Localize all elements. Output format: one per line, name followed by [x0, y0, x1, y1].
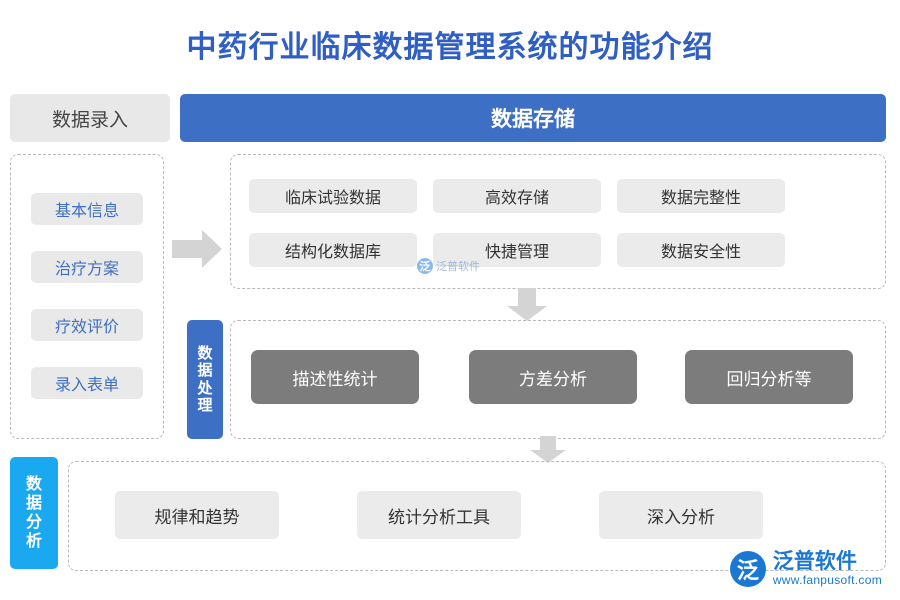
analysis-item-label: 规律和趋势 [154, 507, 240, 527]
entry-item-efficacy-evaluation: 疗效评价 [31, 309, 143, 341]
entry-item-entry-form: 录入表单 [31, 367, 143, 399]
storage-item-label: 高效存储 [484, 190, 549, 207]
processing-item-regression-analysis: 回归分析等 [685, 350, 853, 404]
analysis-item-patterns-and-trends: 规律和趋势 [115, 491, 279, 539]
storage-item-data-security: 数据安全性 [617, 233, 785, 267]
storage-item-label: 数据安全性 [660, 244, 741, 261]
processing-item-label: 方差分析 [519, 369, 587, 389]
entry-item-treatment-plan: 治疗方案 [31, 251, 143, 283]
arrow-down-icon [507, 288, 547, 321]
storage-item-data-integrity: 数据完整性 [617, 179, 785, 213]
header-data-entry-label: 数据录入 [51, 109, 128, 131]
watermark-corner: 泛 泛普软件 www.fanpusoft.com [729, 550, 882, 588]
watermark-logo-icon: 泛 [417, 258, 433, 274]
processing-item-anova: 方差分析 [469, 350, 637, 404]
processing-group-panel: 描述性统计 方差分析 回归分析等 [230, 320, 886, 439]
header-data-storage: 数据存储 [180, 94, 886, 142]
arrow-right-icon [172, 230, 222, 268]
storage-item-label: 快捷管理 [484, 244, 549, 261]
analysis-item-statistical-tools: 统计分析工具 [357, 491, 521, 539]
entry-item-label: 录入表单 [54, 377, 119, 394]
storage-item-label: 数据完整性 [660, 190, 741, 207]
storage-group-panel: 临床试验数据 高效存储 数据完整性 结构化数据库 快捷管理 数据安全性 [230, 154, 886, 289]
processing-item-label: 描述性统计 [292, 369, 378, 389]
entry-item-basic-info: 基本信息 [31, 193, 143, 225]
processing-group-label-text: 数据处理 [197, 345, 213, 414]
entry-item-label: 基本信息 [54, 203, 119, 220]
brand-name: 泛普软件 [772, 550, 857, 574]
storage-item-label: 结构化数据库 [284, 244, 381, 261]
analysis-group-label-text: 数据分析 [25, 475, 42, 551]
storage-item-label: 临床试验数据 [284, 190, 381, 207]
watermark-center: 泛 泛普软件 [417, 258, 480, 274]
entry-item-label: 治疗方案 [54, 261, 119, 278]
entry-item-label: 疗效评价 [54, 319, 119, 336]
processing-group-label: 数据处理 [187, 320, 223, 439]
storage-item-efficient-storage: 高效存储 [433, 179, 601, 213]
page-title: 中药行业临床数据管理系统的功能介绍 [186, 31, 714, 64]
watermark-center-text: 泛普软件 [436, 261, 480, 273]
analysis-group-panel: 规律和趋势 统计分析工具 深入分析 [68, 461, 886, 571]
processing-item-label: 回归分析等 [726, 369, 812, 389]
analysis-item-in-depth-analysis: 深入分析 [599, 491, 763, 539]
processing-item-descriptive-statistics: 描述性统计 [251, 350, 419, 404]
brand-url: www.fanpusoft.com [772, 573, 882, 588]
analysis-item-label: 深入分析 [647, 507, 715, 527]
storage-item-quick-management: 快捷管理 [433, 233, 601, 267]
analysis-group-label: 数据分析 [10, 457, 58, 569]
header-data-entry: 数据录入 [10, 94, 170, 142]
storage-item-structured-database: 结构化数据库 [249, 233, 417, 267]
storage-item-clinical-trial-data: 临床试验数据 [249, 179, 417, 213]
brand-logo-icon: 泛 [729, 551, 766, 588]
header-data-storage-label: 数据存储 [491, 108, 575, 131]
entry-group-panel: 基本信息 治疗方案 疗效评价 录入表单 [10, 154, 164, 439]
arrow-down-icon [530, 436, 566, 463]
analysis-item-label: 统计分析工具 [388, 507, 490, 527]
